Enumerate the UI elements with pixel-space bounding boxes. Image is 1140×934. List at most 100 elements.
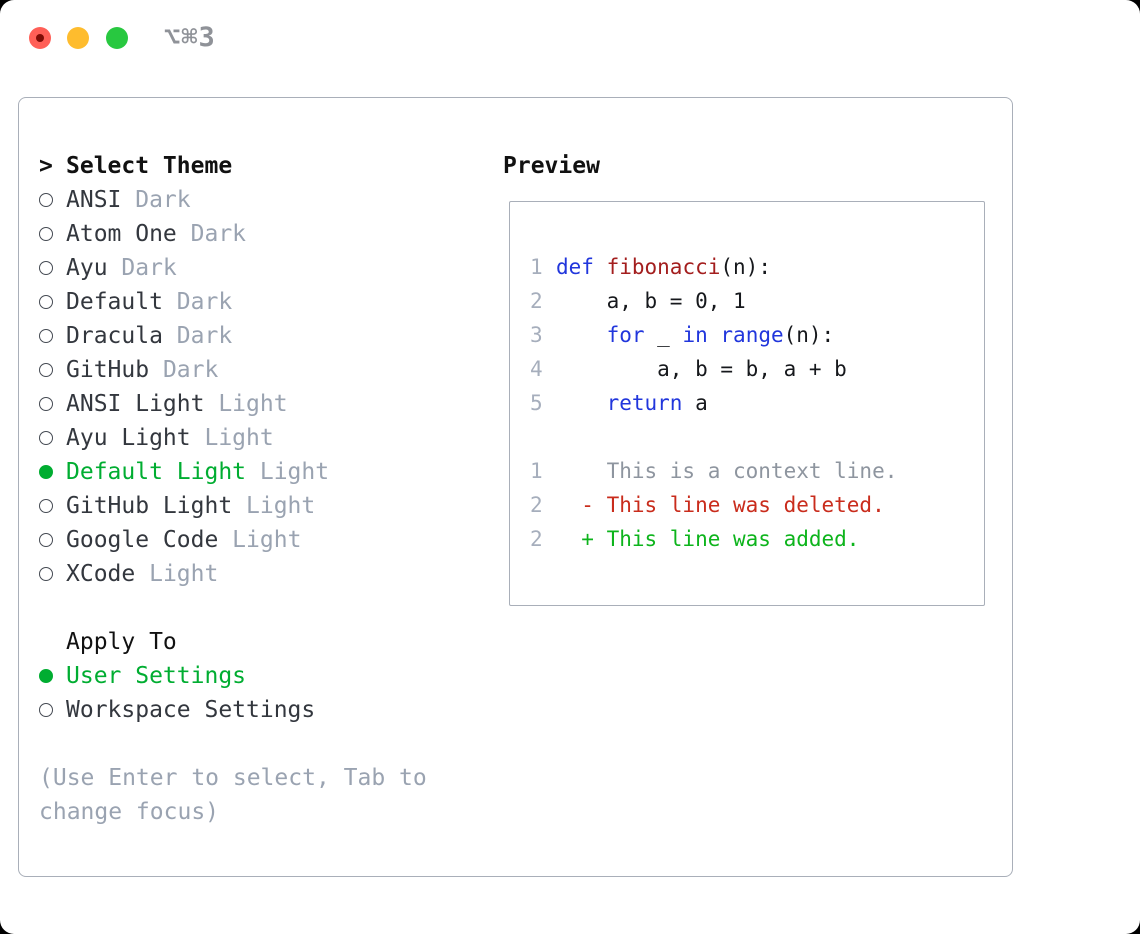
theme-option[interactable]: Atom One Dark	[39, 217, 489, 251]
theme-name: Ayu	[66, 255, 108, 281]
theme-name: Google Code	[66, 527, 219, 553]
theme-variant: Dark	[149, 357, 219, 383]
code-token-default	[556, 391, 607, 415]
radio-unselected-icon[interactable]	[39, 363, 53, 377]
theme-option[interactable]: Google Code Light	[39, 523, 489, 557]
code-token-deleted: - This line was deleted.	[556, 493, 885, 517]
title-bar: ⌥⌘3	[0, 0, 1140, 76]
line-number: 5	[530, 391, 543, 415]
theme-variant: Light	[204, 391, 288, 417]
theme-name: ANSI	[66, 187, 122, 213]
radio-unselected-icon[interactable]	[39, 431, 53, 445]
selection-cursor: >	[39, 153, 53, 179]
radio-unselected-icon[interactable]	[39, 499, 53, 513]
theme-option[interactable]: GitHub Light Light	[39, 489, 489, 523]
close-window-button[interactable]	[29, 27, 51, 49]
radio-unselected-icon[interactable]	[39, 703, 53, 717]
theme-name: Atom One	[66, 221, 177, 247]
theme-variant: Light	[218, 527, 302, 553]
code-line: 5 return a	[530, 386, 984, 420]
zoom-window-button[interactable]	[106, 27, 128, 49]
spacer	[39, 727, 489, 761]
code-token-default: a	[682, 391, 708, 415]
code-token-keyword: range	[720, 323, 784, 347]
line-number: 3	[530, 323, 543, 347]
apply-to-option[interactable]: Workspace Settings	[39, 693, 489, 727]
radio-selected-icon[interactable]	[39, 465, 53, 479]
spacer	[39, 591, 489, 625]
code-line	[530, 420, 984, 454]
window-title: ⌥⌘3	[164, 22, 216, 53]
code-line: 3 for _ in range(n):	[530, 318, 984, 352]
radio-selected-icon[interactable]	[39, 669, 53, 683]
theme-name: Default	[66, 289, 163, 315]
theme-option[interactable]: ANSI Dark	[39, 183, 489, 217]
radio-unselected-icon[interactable]	[39, 193, 53, 207]
preview-title: Preview	[503, 153, 600, 179]
code-line: 1 This is a context line.	[530, 454, 984, 488]
theme-option[interactable]: XCode Light	[39, 557, 489, 591]
theme-option[interactable]: ANSI Light Light	[39, 387, 489, 421]
select-theme-title: Select Theme	[66, 153, 233, 179]
apply-to-option[interactable]: User Settings	[39, 659, 489, 693]
theme-option[interactable]: Ayu Dark	[39, 251, 489, 285]
code-token-keyword: in	[682, 323, 708, 347]
radio-unselected-icon[interactable]	[39, 567, 53, 581]
radio-unselected-icon[interactable]	[39, 533, 53, 547]
theme-name: XCode	[66, 561, 136, 587]
theme-variant: Light	[246, 459, 330, 485]
theme-option[interactable]: GitHub Dark	[39, 353, 489, 387]
radio-unselected-icon[interactable]	[39, 295, 53, 309]
line-number: 2	[530, 527, 543, 551]
code-token-keyword: def	[556, 255, 594, 279]
theme-variant: Dark	[121, 187, 191, 213]
line-number: 2	[530, 289, 543, 313]
theme-variant: Light	[190, 425, 274, 451]
code-line: 2 a, b = 0, 1	[530, 284, 984, 318]
line-number: 1	[530, 255, 543, 279]
code-token-default: a, b = b, a + b	[556, 357, 847, 381]
code-token-keyword: return	[606, 391, 683, 415]
code-token-keyword: for	[606, 323, 645, 347]
code-token-added: + This line was added.	[556, 527, 860, 551]
code-token-context: This is a context line.	[556, 459, 898, 483]
radio-unselected-icon[interactable]	[39, 261, 53, 275]
theme-option[interactable]: Dracula Dark	[39, 319, 489, 353]
code-token-default	[556, 323, 607, 347]
keyboard-hint: (Use Enter to select, Tab to change focu…	[39, 765, 427, 825]
theme-variant: Light	[232, 493, 316, 519]
select-theme-header: > Select Theme	[39, 149, 489, 183]
theme-option[interactable]: Default Dark	[39, 285, 489, 319]
radio-unselected-icon[interactable]	[39, 397, 53, 411]
line-number: 4	[530, 357, 543, 381]
theme-name: Default Light	[66, 459, 247, 485]
theme-name: Ayu Light	[66, 425, 191, 451]
code-token-default: (n):	[720, 255, 771, 279]
apply-to-title: Apply To	[66, 629, 177, 655]
theme-name: GitHub Light	[66, 493, 233, 519]
theme-variant: Dark	[107, 255, 177, 281]
apply-to-label: User Settings	[66, 663, 247, 689]
theme-variant: Dark	[162, 323, 233, 349]
code-line: 2 + This line was added.	[530, 522, 984, 556]
theme-variant: Dark	[176, 221, 247, 247]
radio-unselected-icon[interactable]	[39, 227, 53, 241]
theme-variant: Dark	[162, 289, 233, 315]
theme-option[interactable]: Default Light Light	[39, 455, 489, 489]
minimize-window-button[interactable]	[67, 27, 89, 49]
code-token-default: a, b = 0, 1	[556, 289, 746, 313]
code-token-default: _	[644, 323, 683, 347]
line-number: 1	[530, 459, 543, 483]
theme-option[interactable]: Ayu Light Light	[39, 421, 489, 455]
theme-name: Dracula	[66, 323, 163, 349]
code-token-default: (n):	[783, 323, 835, 347]
radio-unselected-icon[interactable]	[39, 329, 53, 343]
